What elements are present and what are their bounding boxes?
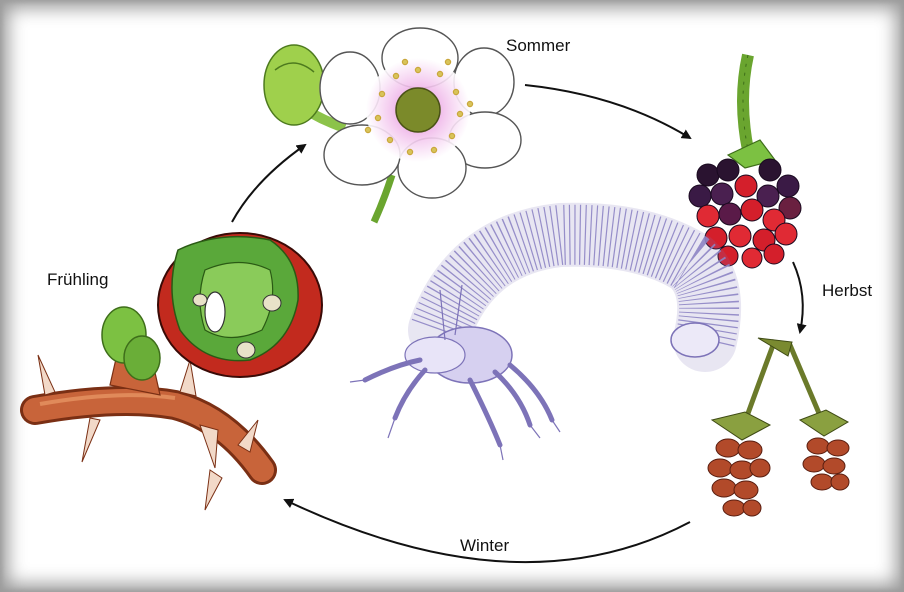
dried-berries-illustration: [708, 338, 849, 516]
arrow-summer-to-autumn: [525, 85, 690, 138]
label-winter: Winter: [460, 536, 509, 556]
arrow-autumn-to-dried: [793, 262, 803, 332]
label-summer: Sommer: [506, 36, 570, 56]
gall-inset-illustration: [158, 233, 322, 377]
arrow-spring-to-summer: [232, 145, 305, 222]
blackberry-flower-illustration: [264, 28, 521, 222]
label-spring: Frühling: [47, 270, 108, 290]
mite-larva-illustration: [350, 235, 719, 460]
label-autumn: Herbst: [822, 281, 872, 301]
